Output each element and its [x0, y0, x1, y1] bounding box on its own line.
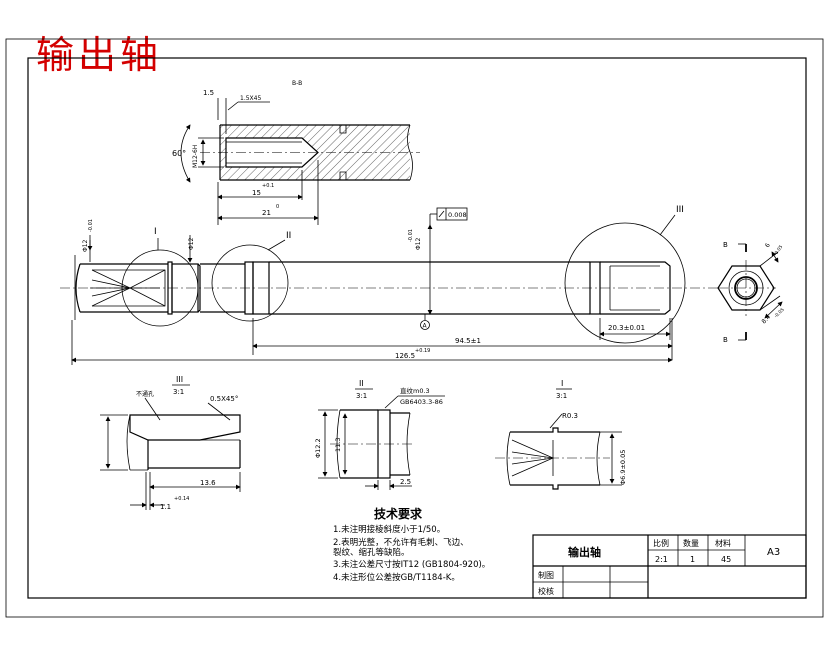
detail-label-ii-main: II — [286, 231, 291, 241]
dim-across-6: 6 — [764, 242, 772, 249]
title-block: 输出轴 比例 数量 材料 2:1 1 45 A3 制图 校核 — [532, 534, 807, 599]
title-v-qty: 1 — [690, 555, 695, 564]
dim-dia-6-9: Φ6.9±0.05 — [619, 450, 627, 485]
top-section-view: B-B 1.5 1.5X45 60° M12-6H 15 +0.1 21 0 — [172, 80, 420, 225]
detail-i-roman: I — [561, 379, 563, 388]
detail-i-scale: 3:1 — [556, 392, 567, 400]
detail-circle-iii — [564, 222, 686, 344]
dim-len-1-1: 1.1 — [160, 503, 171, 511]
title-h-qty: 数量 — [683, 538, 699, 548]
dim-thread: M12-6H — [192, 145, 199, 168]
dim-len-15-tol: +0.1 — [262, 183, 274, 189]
detail-view-i: I 3:1 R0.3 Φ6.9±0.05 — [495, 379, 627, 490]
detail-view-iii: III 3:1 不通孔 0.5X45° 13.6 1.1 +0.14 — [100, 375, 241, 511]
dim-across-6-tol: -0.05 — [773, 244, 785, 257]
title-checked: 校核 — [538, 586, 554, 596]
dim-1-5: 1.5 — [203, 89, 214, 97]
requirement-2b: 裂纹、缩孔等缺陷。 — [333, 547, 410, 558]
title-overlay: 输出轴 — [36, 33, 163, 77]
technical-requirements: 技术要求 1.未注明接棱斜度小于1/50。 2.表明光整，不允许有毛刺、飞边、 … — [333, 506, 490, 583]
flatness-value: 0.008 — [448, 211, 467, 219]
dim-across-8: 8.4 — [760, 314, 772, 326]
title-part-name: 输出轴 — [568, 545, 601, 559]
title-v-scale: 2:1 — [655, 555, 668, 564]
dim-dia-12-left: Φ12 — [82, 239, 89, 252]
main-shaft-view: I II III Φ12 -0.01 Φ12 Φ12 -0.01 0.008 A… — [60, 205, 720, 365]
section-b-b-view: B B 6 -0.05 8.4 -0.05 — [717, 241, 786, 344]
requirement-4: 4.未注形位公差按GB/T1184-K。 — [333, 572, 460, 583]
dim-len-126-tol: +0.19 — [415, 348, 430, 354]
cut-b-top: B — [723, 241, 728, 249]
detail-label-i-main: I — [154, 227, 157, 237]
title-v-material: 45 — [721, 555, 731, 564]
dim-dia-12-main: Φ12 — [415, 237, 422, 250]
detail-circle-i — [121, 249, 199, 327]
knurl-note-2: GB6403.3-86 — [400, 398, 443, 406]
dim-dia-12-main-tol: -0.01 — [408, 229, 414, 242]
detail-iii-scale: 3:1 — [173, 388, 184, 396]
dim-len-21-tol: 0 — [276, 204, 279, 210]
detail-view-ii: II 3:1 Φ12.2 11.3 直纹m0.3 GB6403.3-86 2.5 — [314, 379, 445, 490]
detail-iii-roman: III — [176, 375, 183, 384]
detail-ii-roman: II — [359, 379, 364, 388]
title-drawn: 制图 — [538, 570, 554, 580]
dim-dia-11-3: 11.3 — [334, 438, 342, 452]
detail-circle-ii — [211, 244, 289, 322]
dim-len-13-6: 13.6 — [200, 479, 216, 487]
dim-len-94-5: 94.5±1 — [455, 337, 481, 345]
requirement-1: 1.未注明接棱斜度小于1/50。 — [333, 524, 445, 535]
outer-frame — [5, 38, 824, 618]
dim-len-2-5: 2.5 — [400, 478, 411, 486]
inner-frame — [27, 57, 807, 599]
title-h-material: 材料 — [715, 538, 731, 548]
section-label: B-B — [292, 80, 302, 87]
dim-r03: R0.3 — [562, 412, 578, 420]
detail-ii-scale: 3:1 — [356, 392, 367, 400]
dim-len-15: 15 — [252, 189, 261, 197]
detail-label-iii-main: III — [676, 205, 684, 215]
requirement-2: 2.表明光整，不允许有毛刺、飞边、 — [333, 537, 469, 548]
cut-b-bottom: B — [723, 336, 728, 344]
dim-len-1-1-tol: +0.14 — [174, 496, 189, 502]
dim-len-20-3: 20.3±0.01 — [608, 324, 645, 332]
dim-dia-12-2: Φ12.2 — [314, 438, 322, 458]
dim-chamfer-05: 0.5X45° — [210, 395, 238, 403]
title-sheet: A3 — [767, 547, 780, 558]
knurl-note-1: 直纹m0.3 — [400, 386, 430, 395]
dim-dia-12-tol: -0.01 — [88, 219, 94, 232]
dim-dia-12-b: Φ12 — [188, 237, 195, 250]
dim-chamfer-top: 1.5X45 — [240, 95, 261, 102]
requirement-3: 3.未注公差尺寸按IT12 (GB1804-920)。 — [333, 559, 490, 570]
dim-len-126: 126.5 — [395, 352, 415, 360]
datum-a: A — [423, 323, 428, 330]
no-through-note: 不通孔 — [136, 390, 154, 398]
requirements-heading: 技术要求 — [374, 506, 423, 521]
dim-angle-60: 60° — [172, 149, 186, 158]
dim-len-21: 21 — [262, 209, 271, 217]
title-h-scale: 比例 — [653, 538, 669, 548]
datum-circle — [420, 320, 430, 330]
